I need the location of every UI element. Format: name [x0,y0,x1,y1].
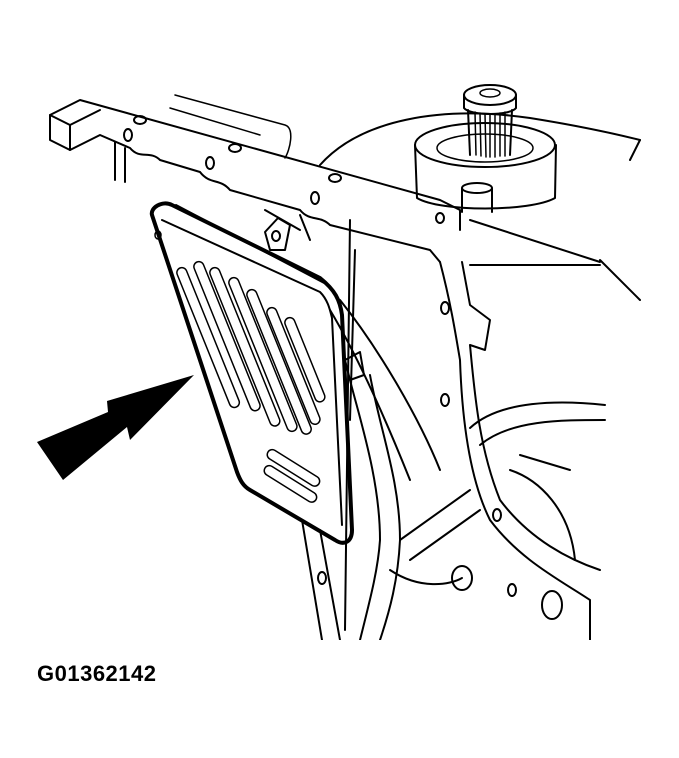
case-right-edge [469,139,641,301]
callout-arrow-icon [37,375,194,480]
cooler-tubes [329,299,606,640]
side-gasket [301,261,601,640]
filter-bracket [264,217,365,381]
figure-id-caption: G01362142 [37,661,157,686]
technical-illustration [37,84,641,640]
gasket-rail [49,94,461,263]
transmission-drawing [37,84,641,640]
transmission-filter [149,201,354,545]
filter-slots [176,260,326,503]
input-shaft [414,84,557,213]
